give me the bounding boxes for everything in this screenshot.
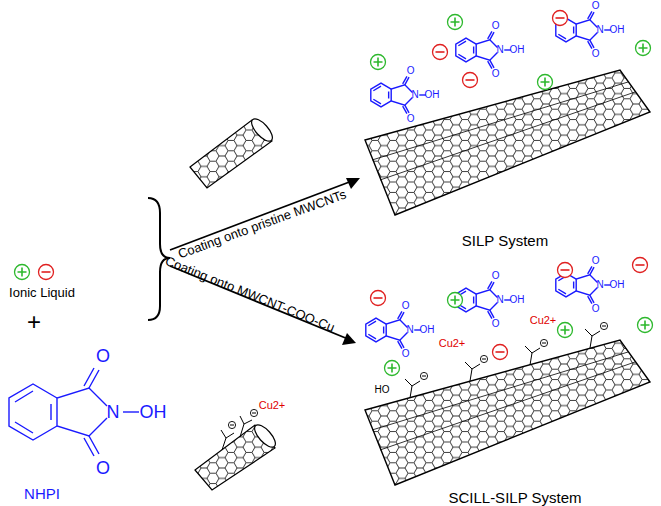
label-text: O <box>592 1 600 11</box>
label-text: HO <box>375 385 390 395</box>
label-text: Ionic Liquid <box>9 286 75 299</box>
label-text: Cu2+ <box>439 338 466 349</box>
label-text: N <box>596 25 603 35</box>
label-text: O <box>592 256 600 266</box>
label-text: Cu2+ <box>530 315 557 326</box>
label-text: NHPI <box>24 486 60 501</box>
label-text: O <box>492 69 500 79</box>
label-text: OH <box>140 403 167 421</box>
label-text: Coating onto pristine MWCNTs <box>176 187 347 260</box>
label-text: N <box>496 295 503 305</box>
nanotube-scill <box>365 322 650 485</box>
label-text: OH <box>610 280 625 290</box>
label-text: O <box>96 347 110 365</box>
label-text: N <box>411 90 418 100</box>
label-text: O <box>592 304 600 314</box>
label-text: O <box>592 49 600 59</box>
nhpi-structure <box>371 76 426 113</box>
label-text: O <box>96 459 110 477</box>
label-text: O <box>492 319 500 329</box>
nanotube-cooh-cu <box>195 409 279 490</box>
label-text: OH <box>510 295 525 305</box>
nhpi-structure <box>456 31 511 68</box>
anion-symbol <box>39 265 54 280</box>
label-text: OH <box>425 90 440 100</box>
label-text: SCILL-SILP System <box>448 490 581 505</box>
label-text: Cu2+ <box>259 400 286 411</box>
label-text: O <box>402 301 410 311</box>
label-text: N <box>496 45 503 55</box>
nhpi-structure <box>366 311 421 348</box>
label-text: O <box>492 21 500 31</box>
label-text: N <box>107 403 120 421</box>
label-text: N <box>406 325 413 335</box>
label-text: N <box>596 280 603 290</box>
label-text: + <box>27 310 41 334</box>
nanotube-small <box>190 116 276 188</box>
label-text: OH <box>510 45 525 55</box>
label-text: OH <box>420 325 435 335</box>
label-text: O <box>407 114 415 124</box>
label-text: Coating onto MWCNT-COO-Cu <box>164 254 337 334</box>
label-text: O <box>407 66 415 76</box>
ion-symbols <box>371 11 653 376</box>
nhpi-structure <box>456 281 511 318</box>
nhpi-structure <box>9 368 139 456</box>
label-text: OH <box>610 25 625 35</box>
label-text: O <box>402 349 410 359</box>
nanotube-silp <box>365 70 650 215</box>
label-text: SILP System <box>462 233 548 248</box>
label-text: O <box>492 271 500 281</box>
cation-symbol <box>15 265 30 280</box>
